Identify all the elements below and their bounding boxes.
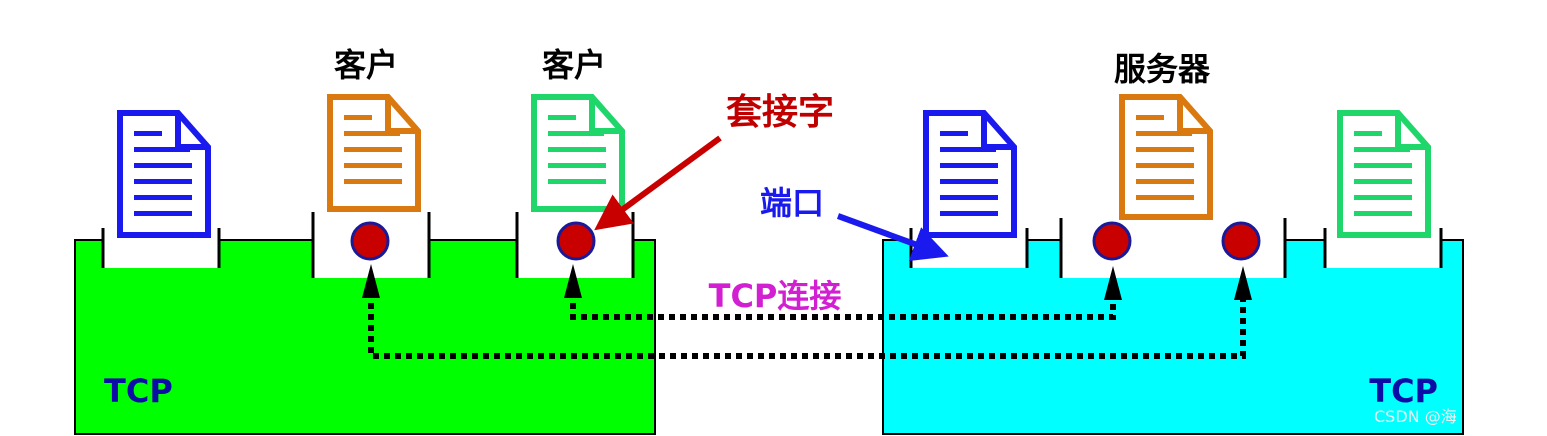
- socket-pointer-arrow: [594, 135, 722, 231]
- document-icon: [117, 110, 211, 238]
- arrow-icon: [362, 264, 380, 298]
- arrow-icon: [1104, 266, 1122, 300]
- socket-dot-icon: [1221, 221, 1261, 261]
- document-icon: [923, 110, 1017, 238]
- arrow-icon: [1234, 266, 1252, 300]
- port-label: 端口: [760, 184, 824, 222]
- socket-dot-icon: [556, 221, 596, 261]
- port-pointer-arrow: [836, 213, 949, 262]
- tcp-label-left: TCP: [104, 372, 173, 410]
- tcp-connection-outer: [368, 292, 1246, 359]
- client-label-1: 客户: [334, 46, 398, 84]
- server-label: 服务器: [1114, 50, 1211, 88]
- socket-label: 套接字: [726, 92, 834, 133]
- arrow-icon: [564, 264, 582, 298]
- tcp-connection-label: TCP连接: [709, 277, 842, 315]
- document-icon: [531, 94, 625, 212]
- tcp-label-right: TCP: [1369, 372, 1438, 410]
- document-icon: [327, 94, 421, 212]
- document-icon: [1337, 110, 1431, 238]
- tcp-connection-lines: [368, 292, 1246, 359]
- socket-dot-icon: [1092, 221, 1132, 261]
- client-label-2: 客户: [542, 46, 606, 84]
- document-icon: [1119, 94, 1213, 220]
- socket-dot-icon: [350, 221, 390, 261]
- tcp-connection-inner: [570, 292, 1116, 320]
- watermark-text: CSDN @海: [1374, 407, 1457, 426]
